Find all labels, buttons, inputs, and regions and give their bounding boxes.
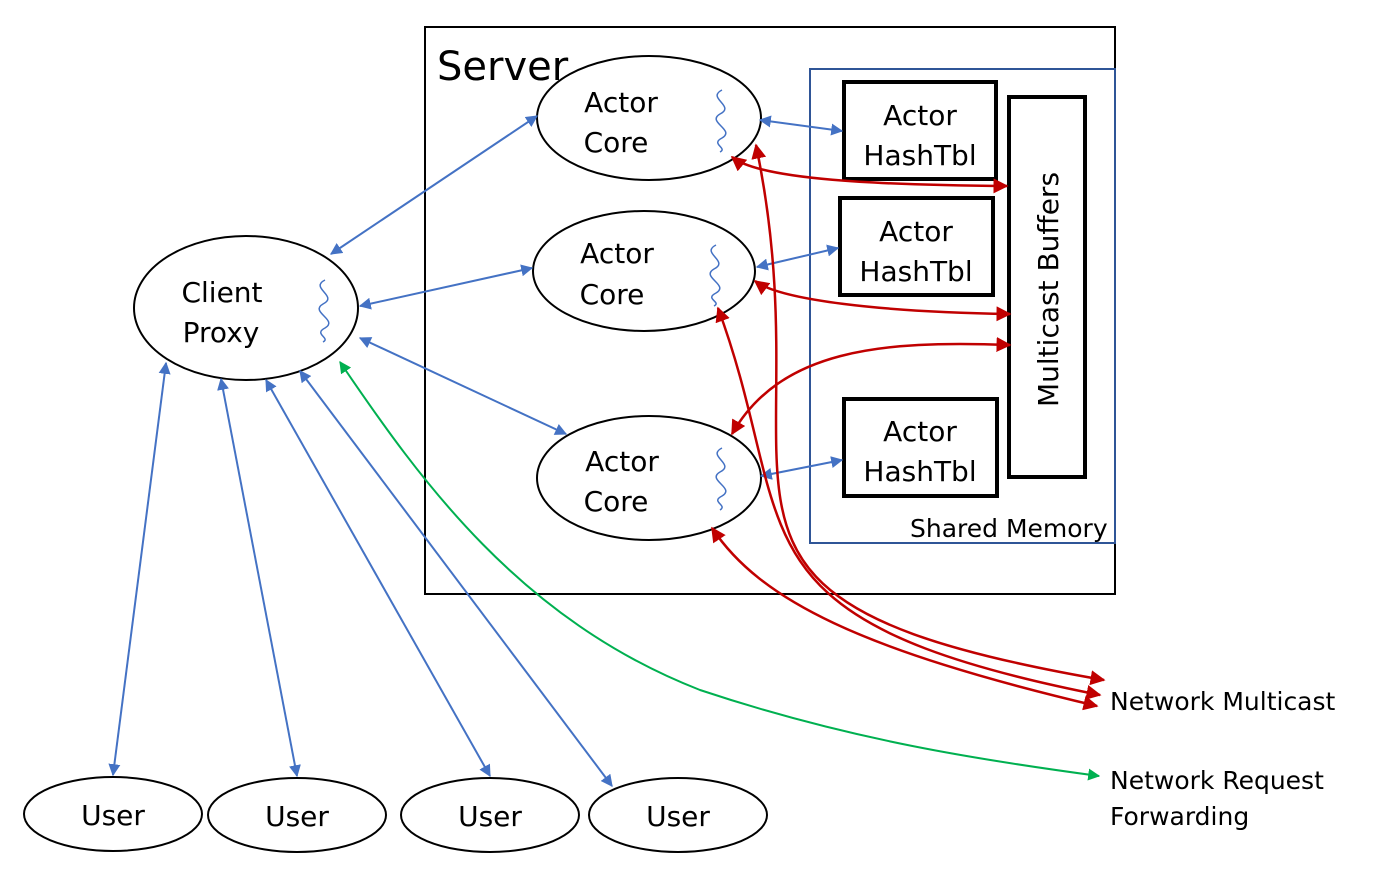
hashtable-3-line1: Actor xyxy=(883,415,957,448)
network-multicast-label: Network Multicast xyxy=(1110,687,1336,716)
thread-squiggle-icon xyxy=(715,89,727,153)
actor-core-2-line2: Core xyxy=(580,278,645,311)
link-user1-proxy xyxy=(108,361,171,777)
hashtable-3-line2: HashTbl xyxy=(863,455,976,488)
link-proxy-core2 xyxy=(358,264,534,310)
link-proxy-core1 xyxy=(330,115,538,255)
actor-core-2-line1: Actor xyxy=(580,237,654,270)
client-proxy: Client Proxy xyxy=(133,235,359,381)
link-proxy-core3 xyxy=(358,337,568,435)
actor-core-3: Actor Core xyxy=(536,415,762,541)
hashtable-2-line1: Actor xyxy=(879,215,953,248)
hashtable-3: Actor HashTbl xyxy=(842,397,999,498)
link-user2-proxy xyxy=(217,377,301,778)
actor-core-2: Actor Core xyxy=(532,210,756,332)
user-4: User xyxy=(588,777,768,853)
actor-core-1: Actor Core xyxy=(536,55,762,181)
thread-squiggle-icon xyxy=(709,244,721,307)
link-core2-hashtbl2 xyxy=(755,244,840,271)
user-2: User xyxy=(207,777,387,853)
actor-core-3-line2: Core xyxy=(584,485,649,518)
link-core1-hashtbl1 xyxy=(758,115,844,136)
user-1-label: User xyxy=(81,799,145,832)
client-proxy-line2: Proxy xyxy=(183,316,260,349)
hashtable-2-line2: HashTbl xyxy=(859,255,972,288)
hashtable-1-line1: Actor xyxy=(883,99,957,132)
hashtable-2: Actor HashTbl xyxy=(838,196,995,297)
user-3: User xyxy=(400,777,580,853)
actor-core-3-line1: Actor xyxy=(585,445,659,478)
actor-core-1-line2: Core xyxy=(584,126,649,159)
user-4-label: User xyxy=(646,800,710,833)
request-forwarding-label-line2: Forwarding xyxy=(1110,802,1249,831)
client-proxy-line1: Client xyxy=(181,276,262,309)
link-proxy-request-forwarding xyxy=(339,361,1101,781)
actor-core-1-line1: Actor xyxy=(584,86,658,119)
hashtable-1-line2: HashTbl xyxy=(863,139,976,172)
hashtable-1: Actor HashTbl xyxy=(842,80,998,181)
user-3-label: User xyxy=(458,800,522,833)
multicast-buffers: Multicast Buffers xyxy=(1007,95,1087,479)
shared-memory-label: Shared Memory xyxy=(910,514,1108,543)
server-title: Server xyxy=(437,44,569,90)
multicast-buffers-label: Multicast Buffers xyxy=(1032,172,1065,407)
link-core3-hashtbl3 xyxy=(759,456,844,480)
link-core3-network xyxy=(710,526,1099,711)
thread-squiggle-icon xyxy=(318,279,330,343)
user-1: User xyxy=(23,776,203,852)
request-forwarding-label-line1: Network Request xyxy=(1110,766,1324,795)
user-2-label: User xyxy=(265,800,329,833)
